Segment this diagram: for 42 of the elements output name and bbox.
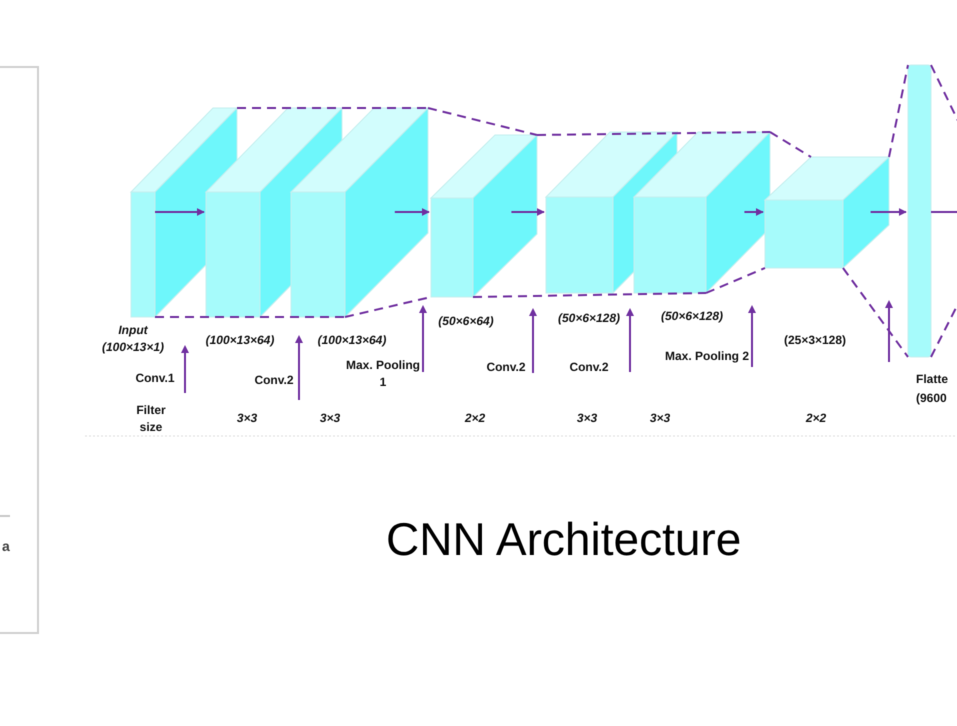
dashed-line bbox=[237, 107, 428, 109]
arrow bbox=[744, 208, 764, 216]
layer-label: Conv.2 bbox=[253, 372, 295, 389]
layer-label: Max. Pooling 1 bbox=[346, 357, 420, 392]
layer-label: (100×13×64) bbox=[204, 332, 276, 349]
layer-label: (50×6×64) bbox=[437, 313, 495, 330]
layer-label: (100×13×64) bbox=[316, 332, 388, 349]
diagram-title: CNN Architecture bbox=[386, 512, 742, 566]
arrow bbox=[511, 208, 545, 216]
layer-label: Conv.2 bbox=[568, 359, 610, 376]
arrow bbox=[394, 208, 430, 216]
dashed-line bbox=[769, 131, 812, 158]
cuboid-layer bbox=[291, 108, 428, 317]
layer-label: (50×6×128) bbox=[556, 310, 622, 327]
layer-label: Filter size bbox=[135, 402, 167, 436]
layer-label: Conv.1 bbox=[134, 370, 176, 387]
dashed-line bbox=[706, 267, 766, 294]
dashed-line bbox=[428, 107, 538, 136]
dashed-line bbox=[842, 267, 909, 358]
layer-label: (25×3×128) bbox=[782, 332, 848, 349]
layer-label: Flatte (9600 bbox=[916, 371, 950, 408]
layer-label: 2×2 bbox=[464, 410, 486, 427]
arrow bbox=[155, 208, 205, 216]
dashed-line bbox=[155, 316, 345, 318]
cuboid-layer bbox=[431, 135, 537, 297]
layer-label: 3×3 bbox=[318, 410, 342, 427]
layer-label: Input (100×13×1) bbox=[100, 322, 166, 356]
cuboid-layer bbox=[765, 157, 889, 268]
cuboid-layer bbox=[634, 132, 770, 293]
dashed-line bbox=[472, 292, 706, 298]
layer-label: 3×3 bbox=[648, 410, 672, 427]
layer-label: 2×2 bbox=[804, 410, 828, 427]
flatten-bar bbox=[908, 65, 931, 357]
layer-label: 3×3 bbox=[236, 410, 258, 427]
dashed-line bbox=[536, 131, 770, 136]
layer-label: (50×6×128) bbox=[660, 308, 724, 325]
arrow bbox=[870, 208, 907, 216]
dashed-line bbox=[888, 64, 909, 158]
layer-label: Max. Pooling 2 bbox=[664, 348, 750, 365]
layer-label: Conv.2 bbox=[485, 359, 527, 376]
layer-label: 3×3 bbox=[576, 410, 598, 427]
panel-text: a bbox=[2, 537, 11, 556]
